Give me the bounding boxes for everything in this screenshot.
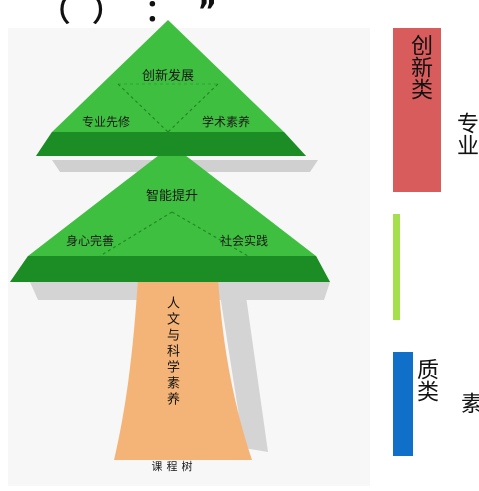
middle-divider-left bbox=[99, 211, 173, 257]
label-middle-left: 身心完善 bbox=[66, 233, 114, 248]
top-tier bbox=[36, 20, 306, 156]
middle-tier-base bbox=[10, 256, 330, 282]
middle-divider-right bbox=[171, 211, 249, 257]
tree-caption: 课程树 bbox=[152, 459, 197, 473]
label-top-left: 专业先修 bbox=[82, 114, 130, 129]
quality-label: 质类 bbox=[413, 358, 438, 402]
top-tier-base bbox=[36, 132, 306, 156]
header-fragment: （ ） ： ” bbox=[40, 0, 224, 29]
label-top-center: 创新发展 bbox=[142, 68, 194, 84]
quality-bar bbox=[393, 352, 413, 456]
innovation-side-text: 专业 bbox=[453, 112, 478, 156]
label-middle-right: 社会实践 bbox=[220, 233, 268, 248]
course-tree-diagram: 创新发展 专业先修 学术素养 智能提升 身心完善 社会实践 课程树 bbox=[10, 20, 330, 473]
label-middle-center: 智能提升 bbox=[146, 188, 198, 204]
trunk bbox=[114, 278, 252, 460]
middle-bar bbox=[393, 214, 400, 320]
label-trunk: 人文与科学素养 bbox=[164, 296, 179, 408]
quality-side-text: 素 bbox=[457, 392, 479, 414]
innovation-label: 创新类 bbox=[407, 34, 432, 100]
label-top-right: 学术素养 bbox=[202, 114, 250, 129]
innovation-bar bbox=[393, 28, 441, 192]
trunk-shadow bbox=[218, 282, 268, 452]
